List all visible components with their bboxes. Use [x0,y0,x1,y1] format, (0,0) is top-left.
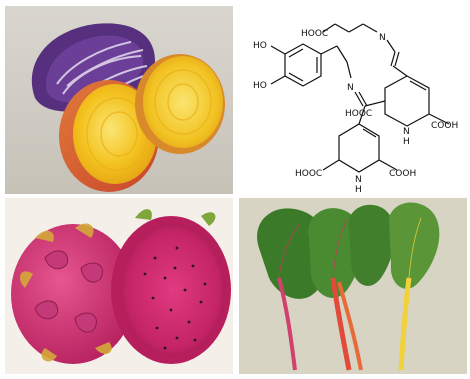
label-hooc-top: HOOC [301,29,328,39]
betalain-structure-diagram: HOOC N HO HO N HOOC N H COOH N H HOOC CO… [239,6,467,194]
cabbage-beet-photo [5,6,233,194]
dragon-fruit-photo [5,198,233,374]
label-n-mid: N [347,83,354,93]
rainbow-chard-icon [239,198,467,374]
swiss-chard-photo [239,198,467,374]
label-cooh-bottom: COOH [389,169,416,179]
dragon-fruit-icon [5,198,233,374]
chemical-structure-icon: HOOC N HO HO N HOOC N H COOH N H HOOC CO… [239,6,467,194]
label-ho-1: HO [253,41,267,51]
label-n-right: N [403,127,410,137]
label-h-bottom: H [355,185,362,194]
label-ho-2: HO [253,81,267,91]
label-cooh-right: COOH [431,121,458,131]
label-n-bottom: N [355,175,362,185]
label-hooc-bottom: HOOC [295,169,322,179]
red-cabbage-and-golden-beet-icon [5,6,233,194]
label-hooc-mid: HOOC [345,109,372,119]
label-h-right: H [403,137,410,147]
label-n-top: N [379,33,386,43]
